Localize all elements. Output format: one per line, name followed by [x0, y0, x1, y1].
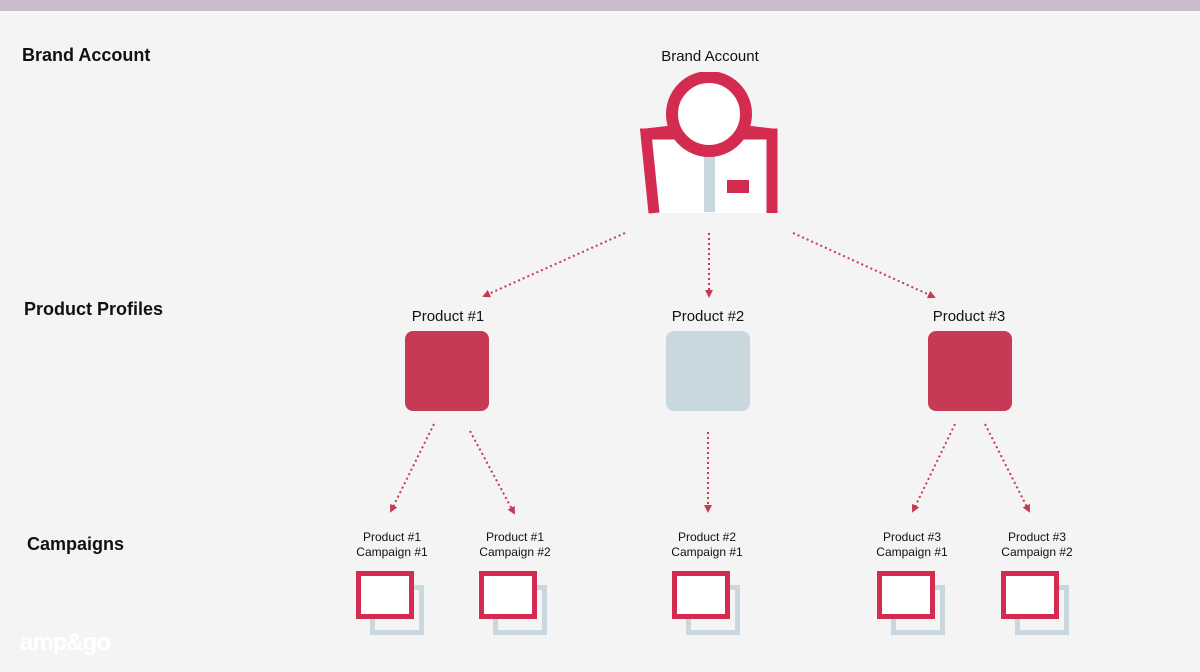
amp-go-logo: amp&go	[20, 629, 111, 656]
product-2-box	[666, 331, 750, 411]
product-2-label: Product #2	[671, 308, 745, 325]
product-1-label: Product #1	[411, 308, 485, 325]
arrow-product-3-to-campaign-2	[984, 423, 1030, 513]
row-label-campaigns: Campaigns	[27, 534, 125, 554]
arrow-product-1-to-campaign-2	[469, 430, 515, 515]
campaign-icon-p3-c2	[1001, 571, 1073, 637]
arrow-product-1-to-campaign-1	[390, 423, 435, 513]
arrow-product-3-to-campaign-1	[912, 423, 956, 513]
campaign-icon-p1-c2	[479, 571, 551, 637]
product-3-label: Product #3	[932, 308, 1006, 325]
row-label-product-profiles: Product Profiles	[24, 299, 164, 319]
campaign-icon-p1-c1	[356, 571, 428, 637]
product-1-box	[405, 331, 489, 411]
product-3-box	[928, 331, 1012, 411]
brand-account-label: Brand Account	[661, 48, 759, 65]
campaign-icon-p2-c1	[672, 571, 744, 637]
campaign-icon-p3-c1	[877, 571, 949, 637]
top-bar	[0, 0, 1200, 11]
arrow-brand-to-product-3	[792, 232, 936, 299]
row-label-brand-account: Brand Account	[22, 45, 151, 65]
brand-account-icon	[640, 72, 778, 214]
arrow-brand-to-product-1	[482, 232, 626, 298]
